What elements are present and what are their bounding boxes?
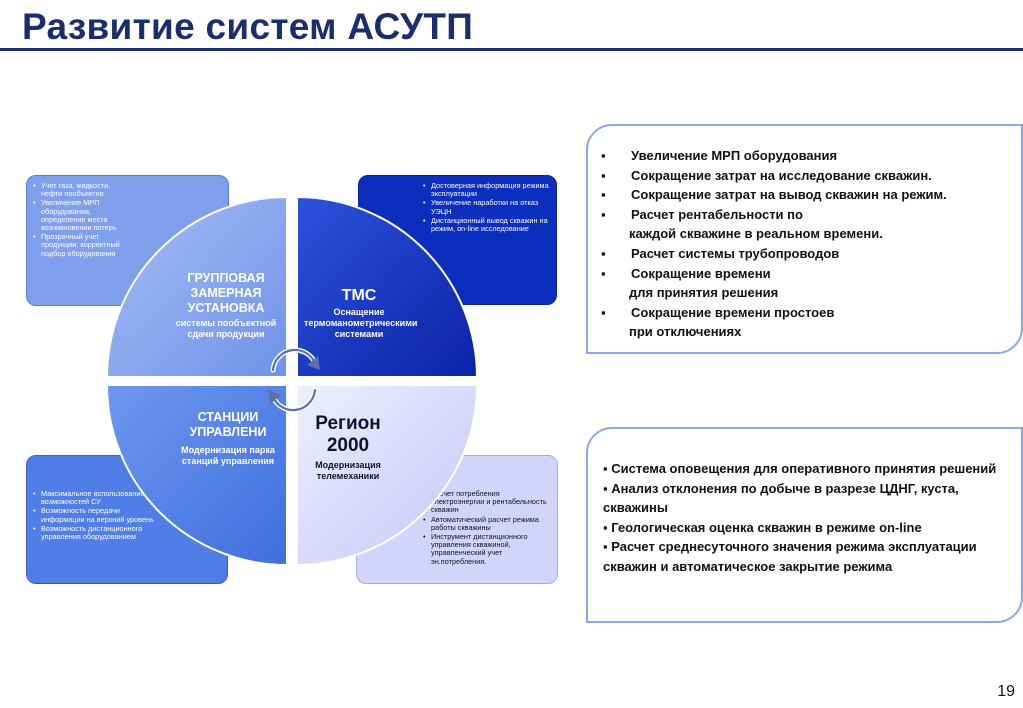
sector-tr-heading: ТМС — [341, 287, 377, 304]
sector-tl-heading: ГРУППОВАЯ ЗАМЕРНАЯ УСТАНОВКА — [187, 271, 265, 315]
sector-tr-subtitle: Оснащение термоманометрическими системам… — [304, 307, 418, 339]
benefit-item: ▪Расчет системы трубопроводов — [601, 245, 840, 261]
card-tr-bullet: Достоверная информация режима эксплуатац… — [423, 181, 550, 198]
card-tr-bullet: Дистанционный вывод скважин на режим, on… — [423, 216, 550, 233]
sector-br-label: Регион 2000 Модернизация телемеханики — [305, 413, 391, 482]
feature-item: ▪ Система оповещения для оперативного пр… — [603, 461, 997, 476]
card-tr-bullet: Увеличение наработки на отказ УЭЦН — [423, 199, 550, 216]
sector-tl-label: ГРУППОВАЯ ЗАМЕРНАЯ УСТАНОВКА системы поо… — [168, 271, 284, 340]
sector-bottom-left — [105, 384, 288, 567]
card-bl-bullet: Максимальное использование возможностей … — [33, 489, 157, 506]
sector-bl-label: СТАНЦИИ УПРАВЛЕНИ Модернизация парка ста… — [172, 410, 284, 467]
sector-tl-subtitle: системы пообъектной сдачи продукции — [175, 318, 277, 339]
card-tl-bullet: Увеличение МРП оборудования, определение… — [33, 199, 133, 232]
card-bl-bullet: Возможность передачи информации на верхн… — [33, 507, 157, 524]
benefits-panel-top: ▪Увеличение МРП оборудования ▪Сокращение… — [586, 124, 1023, 354]
page-number: 19 — [997, 683, 1015, 700]
card-br-bullet: Автоматический расчет режима работы сква… — [423, 515, 551, 532]
benefit-item: ▪Сокращение затрат на вывод скважин на р… — [601, 187, 947, 203]
sector-bl-subtitle: Модернизация парка станций управления — [181, 445, 275, 466]
sector-bl-heading: СТАНЦИИ УПРАВЛЕНИ — [189, 410, 267, 439]
sector-tr-label: ТМС Оснащение термоманометрическими сист… — [304, 287, 418, 340]
sector-top-left — [105, 195, 288, 378]
feature-item: ▪ Анализ отклонения по добыче в разрезе … — [603, 480, 959, 516]
card-br-bullet: Инструмент дистанционного управления скв… — [423, 532, 551, 566]
sector-br-subtitle: Модернизация телемеханики — [315, 460, 381, 481]
benefit-item: ▪Сокращение затрат на исследование скваж… — [601, 167, 932, 183]
sector-bottom-right — [296, 384, 479, 567]
sector-br-heading: Регион 2000 — [315, 413, 381, 456]
card-tl-bullet: Прозрачный учет продукции, корректный по… — [33, 233, 133, 258]
card-bl-bullet: Возможность дистанционного управления об… — [33, 524, 157, 541]
feature-item: ▪ Расчет среднесуточного значения режима… — [603, 539, 977, 574]
title-underline — [0, 48, 1023, 51]
feature-item: ▪ Геологическая оценка скважин в режиме … — [603, 519, 922, 535]
benefit-item: ▪Увеличение МРП оборудования — [601, 148, 838, 163]
features-panel-bottom: ▪ Система оповещения для оперативного пр… — [586, 427, 1023, 623]
slide-title: Развитие систем АСУТП — [22, 6, 474, 47]
card-tl-bullet: Учет газа, жидкости, нефти пообъектно — [33, 181, 133, 198]
sector-top-right — [296, 195, 479, 378]
